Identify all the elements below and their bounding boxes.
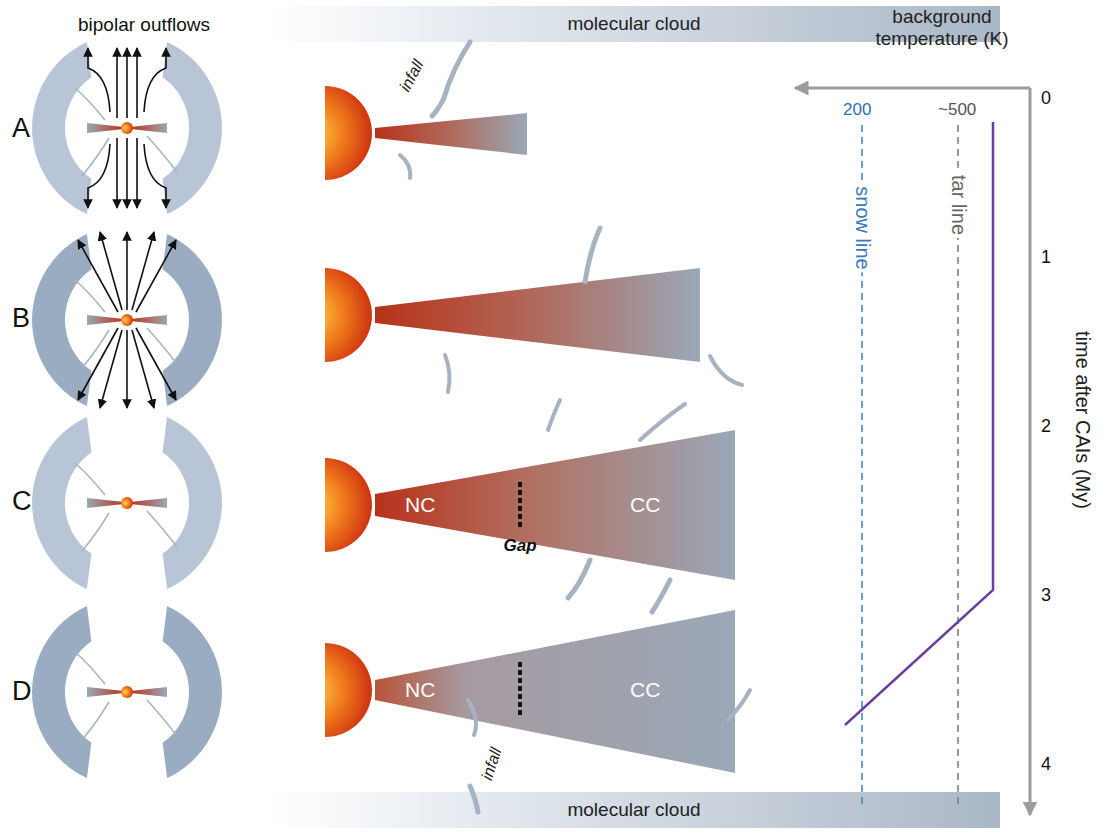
infall-label: infall (396, 57, 428, 95)
line-label: snow line (851, 183, 874, 272)
cloud-band-text: molecular cloud (567, 799, 700, 821)
envelope (32, 417, 222, 589)
temperature-history (845, 122, 993, 725)
envelope (32, 606, 222, 778)
row-letter: C (12, 486, 32, 517)
disk (375, 268, 700, 362)
disk-text: CC (630, 493, 660, 517)
disk (375, 430, 735, 580)
tick-label: 1 (1041, 247, 1051, 268)
axis-title: background temperature (K) (862, 6, 1022, 50)
time-axis (1029, 88, 1032, 815)
disk: NC CC (375, 610, 735, 775)
tick-label: 2 (1041, 416, 1051, 437)
envelope (32, 42, 222, 214)
cloud-band: molecular cloud (268, 6, 1000, 42)
row-letter: B (12, 303, 30, 334)
cloud-band: molecular cloud (268, 792, 1000, 828)
gap-marker (518, 662, 522, 718)
tick-label: 4 (1041, 754, 1051, 775)
disk-text: NC (405, 678, 435, 702)
disk (375, 113, 527, 155)
axis-title: time after CAIs (My) (1071, 331, 1094, 509)
gap-label: Gap (503, 536, 536, 556)
infall-label: infall (478, 746, 506, 783)
cloud-band-text: molecular cloud (567, 13, 700, 35)
heading: bipolar outflows (78, 14, 210, 36)
infall-streamer (400, 42, 750, 812)
row-letter: D (12, 676, 32, 707)
tick-label: 3 (1041, 585, 1051, 606)
tick-label: ~500 (938, 100, 976, 120)
line-label: tar line (947, 172, 970, 238)
cloud-band (268, 792, 1000, 828)
disk-text: CC (630, 678, 660, 702)
outflow-arrows (78, 48, 176, 408)
disk (375, 610, 735, 773)
temperature-axis (795, 87, 1030, 90)
tick-label: 200 (843, 100, 871, 120)
sun (325, 86, 372, 737)
disk-text: NC (405, 493, 435, 517)
tick-label: 0 (1041, 88, 1051, 109)
gap-marker (518, 482, 522, 528)
disk: NC CC (375, 430, 735, 580)
row-letter: A (12, 113, 30, 144)
